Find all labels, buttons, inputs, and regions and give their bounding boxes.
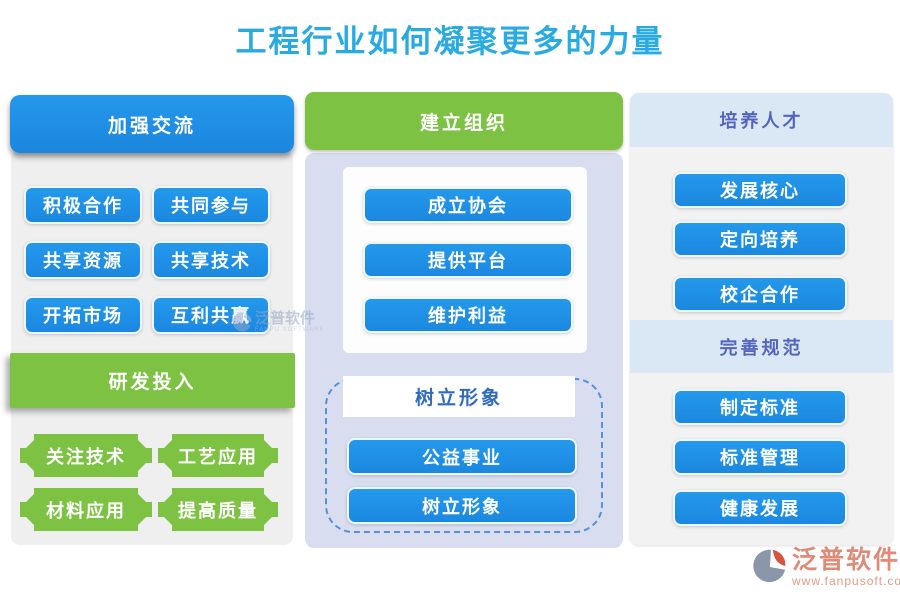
node-healthy-development: 健康发展 [673, 490, 847, 526]
left-section-header-rd-investment: 研发投入 [10, 353, 295, 408]
node-school-enterprise-cooperation: 校企合作 [673, 276, 847, 312]
node-develop-core: 发展核心 [673, 172, 847, 208]
node-protect-interests: 维护利益 [363, 297, 573, 333]
node-establish-association: 成立协会 [363, 187, 573, 223]
fanpu-logo: 泛普软件 www.fanpusoft.com [750, 547, 900, 588]
dashed-group-title: 树立形象 [343, 376, 575, 417]
node-share-technology: 共享技术 [152, 241, 270, 279]
right-section-header-standards: 完善规范 [630, 320, 893, 373]
node-set-standards: 制定标准 [673, 389, 847, 425]
node-process-application: 工艺应用 [158, 434, 278, 477]
node-provide-platform: 提供平台 [363, 242, 573, 278]
right-section-header-talent: 培养人才 [630, 93, 893, 147]
fanpu-logo-url: www.fanpusoft.com [792, 574, 900, 588]
node-share-resources: 共享资源 [24, 241, 142, 279]
node-build-image: 树立形象 [347, 487, 577, 524]
right-column-panel [630, 93, 893, 545]
node-improve-quality: 提高质量 [158, 488, 278, 531]
node-joint-participation: 共同参与 [152, 186, 270, 224]
left-section-header2-label: 研发投入 [108, 372, 197, 393]
node-public-welfare: 公益事业 [347, 438, 577, 475]
fanpu-logo-icon [753, 549, 786, 583]
page-title: 工程行业如何凝聚更多的力量 [235, 24, 665, 60]
middle-section-header-organization: 建立组织 [305, 92, 623, 150]
node-material-application: 材料应用 [20, 488, 152, 531]
middle-section-header-label: 建立组织 [419, 112, 508, 134]
node-open-market: 开拓市场 [24, 296, 142, 334]
node-active-cooperation: 积极合作 [24, 186, 142, 224]
node-mutual-benefit: 互利共赢 [152, 296, 270, 334]
node-targeted-training: 定向培养 [673, 221, 847, 257]
node-focus-technology: 关注技术 [20, 434, 152, 477]
fanpu-logo-name: 泛普软件 [792, 546, 900, 574]
node-standard-management: 标准管理 [673, 439, 847, 475]
left-section-header-communication: 加强交流 [10, 95, 294, 153]
left-section-header-label: 加强交流 [107, 115, 196, 137]
